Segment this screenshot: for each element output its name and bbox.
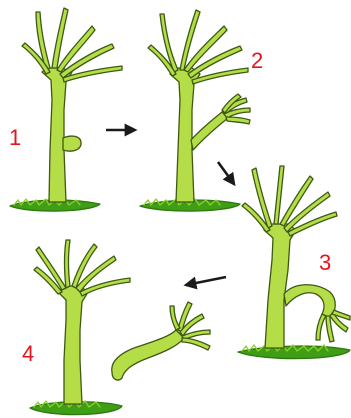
stage-1-number: 1: [9, 127, 21, 149]
stage-4-body: [58, 286, 88, 404]
stage-3-number: 3: [319, 252, 331, 274]
stage-4-number: 4: [22, 343, 34, 365]
stage-2-number: 2: [251, 50, 263, 72]
stage-1-bud: [63, 136, 81, 151]
stage-3-bud: [284, 285, 335, 318]
stage-3-body: [264, 224, 296, 348]
stage-2-bud: [191, 112, 228, 150]
arrow-3-to-4: [186, 277, 226, 285]
stage-1-body: [42, 68, 72, 202]
stage-3-ground: [238, 346, 350, 359]
stage-1-hydra: [10, 8, 122, 211]
stage-3-hydra: [238, 166, 350, 359]
arrow-2-to-3: [218, 162, 234, 184]
stage-4-hydra: [30, 240, 130, 415]
stage-2-hydra: [140, 10, 250, 211]
detached-bud: [112, 302, 210, 380]
